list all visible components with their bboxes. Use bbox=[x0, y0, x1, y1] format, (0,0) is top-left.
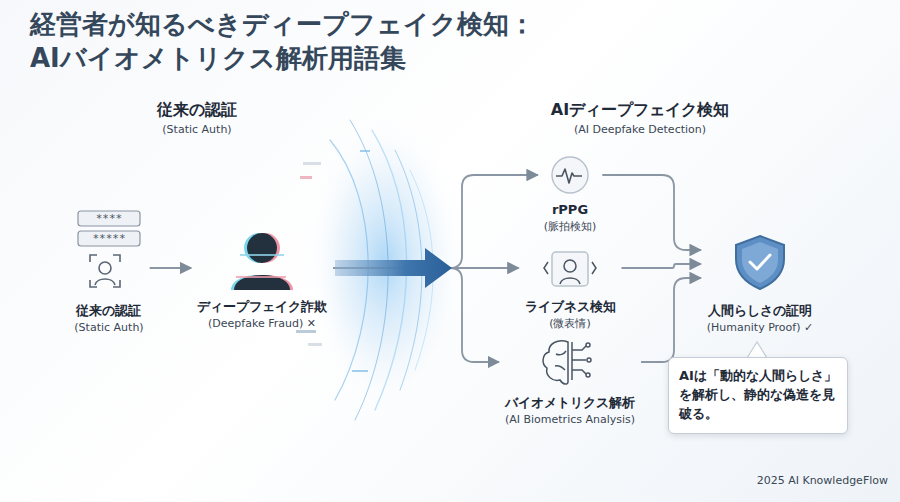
shield-check-icon bbox=[736, 236, 784, 289]
flow-connector bbox=[333, 268, 499, 362]
deepfake-silhouette bbox=[231, 233, 293, 290]
node-subtitle: (微表情) bbox=[525, 316, 616, 331]
node-title: AIは「動的な人間らしさ」を解析し、静的な偽造を見破る。 bbox=[679, 367, 837, 424]
icon-node: ライブネス検知(微表情) bbox=[519, 250, 622, 331]
password-field bbox=[78, 211, 140, 226]
flow-connector bbox=[150, 267, 191, 269]
flow-connector bbox=[333, 175, 538, 268]
section-subheading: (Static Auth) bbox=[162, 123, 231, 136]
node-title: ディープフェイク詐欺 bbox=[197, 298, 327, 316]
footer-credit: 2025 AI KnowledgeFlow bbox=[757, 474, 888, 487]
flow-connector bbox=[641, 278, 701, 362]
node-subtitle: (AI Biometrics Analysis) bbox=[505, 412, 635, 427]
section-heading: AIディープフェイク検知 bbox=[551, 100, 729, 121]
node-title: rPPG bbox=[544, 201, 597, 219]
icon-node: バイオメトリクス解析(AI Biometrics Analysis) bbox=[499, 338, 641, 427]
pulse-icon bbox=[552, 157, 588, 193]
icon-node: 従来の認証(Static Auth) bbox=[68, 210, 149, 335]
main-flow-arrow bbox=[335, 248, 452, 288]
liveness-face-icon bbox=[544, 252, 596, 286]
page-title: 経営者が知るべきディープフェイク検知： AIバイオメトリクス解析用語集 bbox=[30, 8, 540, 76]
glitch-glow bbox=[305, 112, 465, 412]
node-subtitle: (Static Auth) bbox=[74, 320, 143, 335]
section-subheading: (AI Deepfake Detection) bbox=[574, 123, 706, 136]
flow-connector bbox=[602, 175, 701, 250]
icon-node: rPPG(脈拍検知) bbox=[538, 155, 603, 234]
callout-tail bbox=[747, 342, 767, 358]
face-scan-icon bbox=[90, 255, 120, 287]
icon-node: 人間らしさの証明(Humanity Proof) ✓ bbox=[701, 232, 819, 335]
node-title: 従来の認証 bbox=[74, 302, 143, 320]
callout-box: AIは「動的な人間らしさ」を解析し、静的な偽造を見破る。 bbox=[668, 357, 848, 434]
node-subtitle: (脈拍検知) bbox=[544, 219, 597, 234]
icon-node: ディープフェイク詐欺(Deepfake Fraud) ✕ bbox=[191, 228, 333, 331]
password-mask: ***** bbox=[92, 232, 125, 245]
node-subtitle: (Humanity Proof) ✓ bbox=[707, 320, 813, 335]
node-subtitle: (Deepfake Fraud) ✕ bbox=[197, 316, 327, 331]
brain-circuit-icon bbox=[543, 341, 591, 384]
password-mask: **** bbox=[96, 212, 123, 225]
flow-connector bbox=[622, 264, 701, 268]
password-field bbox=[78, 231, 140, 246]
node-title: ライブネス検知 bbox=[525, 298, 616, 316]
section-heading: 従来の認証 bbox=[157, 100, 237, 121]
node-title: バイオメトリクス解析 bbox=[505, 394, 635, 412]
node-title: 人間らしさの証明 bbox=[707, 302, 813, 320]
